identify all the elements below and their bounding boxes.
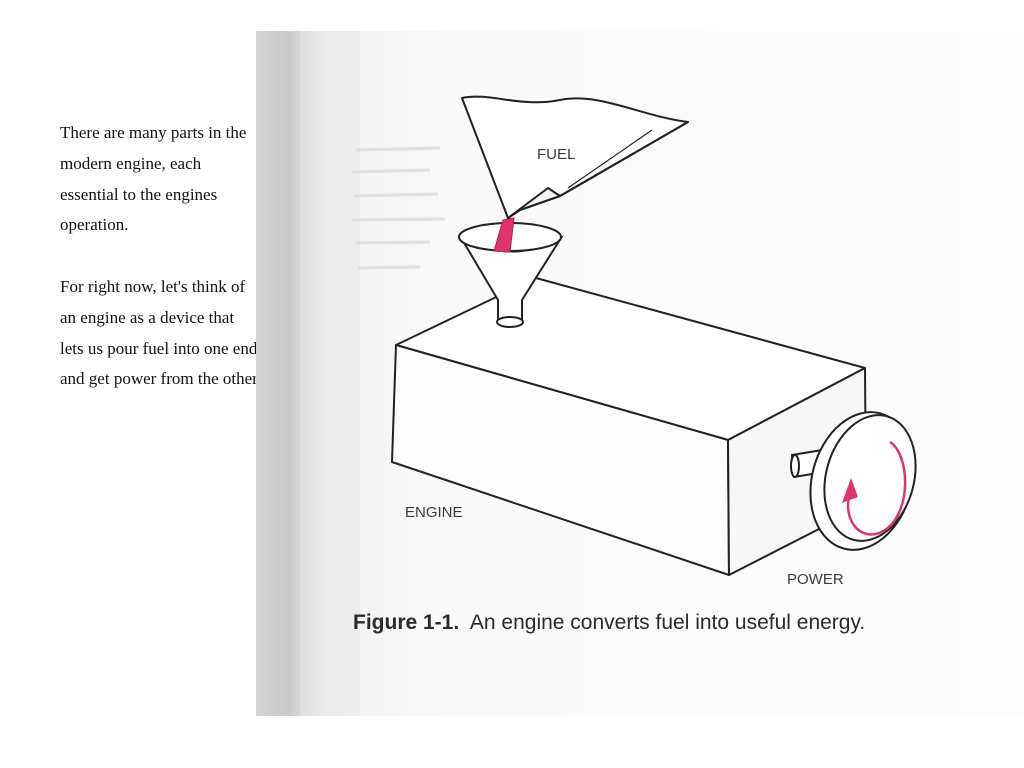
power-wheel [790,411,917,551]
bleed-through-marks [351,146,446,270]
fuel-label: FUEL [537,146,575,163]
scanned-book-page: FUEL ENGINE POWER Figure 1-1. An engine … [256,31,1024,716]
figure-caption: Figure 1-1. An engine converts fuel into… [353,611,865,634]
slide-text: There are many parts in the modern engin… [60,118,260,395]
rotation-arrow-icon [842,440,907,536]
explanation-paragraph: For right now, let's think of an engine … [60,276,258,389]
intro-paragraph: There are many parts in the modern engin… [60,123,247,235]
caption-number: Figure 1-1. [353,611,459,634]
engine-label: ENGINE [405,504,463,521]
caption-text: An engine converts fuel into useful ener… [470,611,865,634]
power-label: POWER [787,571,844,588]
fuel-container [461,95,689,219]
fuel-stream [493,217,515,253]
